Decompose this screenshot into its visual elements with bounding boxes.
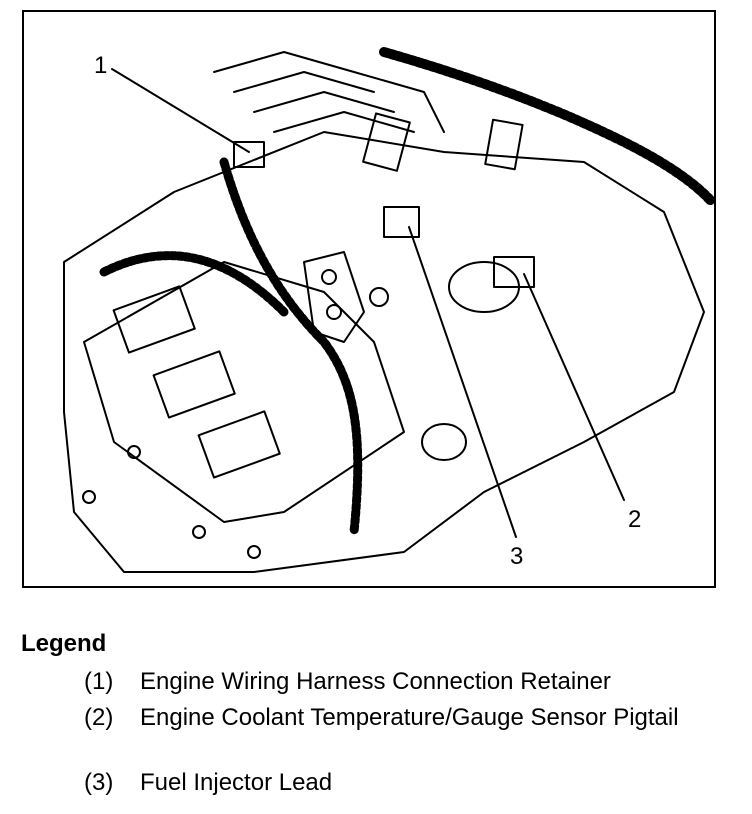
bolt-3 (192, 525, 206, 539)
leader-line-3 (408, 226, 517, 538)
top-connector-b (484, 118, 524, 171)
thermostat-housing (421, 423, 467, 461)
bolt-2 (127, 445, 141, 459)
engine-illustration (63, 47, 714, 573)
legend-item-text: Fuel Injector Lead (140, 769, 333, 796)
legend-item-number: (1) (84, 668, 114, 695)
callout-3: 3 (510, 543, 524, 570)
valve-cover (83, 261, 405, 523)
bracket-hole-1 (321, 269, 337, 285)
ignition-coil-1 (112, 285, 196, 354)
wiring-harness-left (219, 157, 363, 537)
bracket-hole-2 (326, 304, 342, 320)
bolt-4 (247, 545, 261, 559)
fuel-injector-connector (383, 206, 420, 238)
coolant-sensor-connector (493, 256, 535, 288)
legend-item-number: (3) (84, 769, 114, 796)
engine-outline (63, 131, 705, 573)
mounting-bracket (303, 251, 365, 343)
intake-runners (213, 51, 445, 133)
callout-2: 2 (628, 506, 642, 533)
legend-item-text: Engine Coolant Temperature/Gauge Sensor … (140, 704, 679, 731)
ignition-coil-2 (152, 350, 236, 419)
sensor-boss (448, 261, 520, 313)
engine-diagram-frame: 1 2 3 (22, 10, 716, 588)
callout-1: 1 (94, 52, 108, 79)
legend-item-text: Engine Wiring Harness Connection Retaine… (140, 668, 611, 695)
ignition-coil-3 (197, 410, 281, 479)
top-connector-a (362, 112, 411, 172)
leader-line-2 (523, 273, 625, 501)
bracket-hole-3 (369, 287, 389, 307)
legend-item-number: (2) (84, 704, 114, 731)
legend-title: Legend (21, 630, 107, 657)
bolt-1 (82, 490, 96, 504)
wiring-harness-top (379, 47, 714, 207)
connector-retainer (233, 141, 265, 168)
wiring-harness-lower (99, 251, 289, 317)
leader-line-1 (111, 68, 250, 153)
